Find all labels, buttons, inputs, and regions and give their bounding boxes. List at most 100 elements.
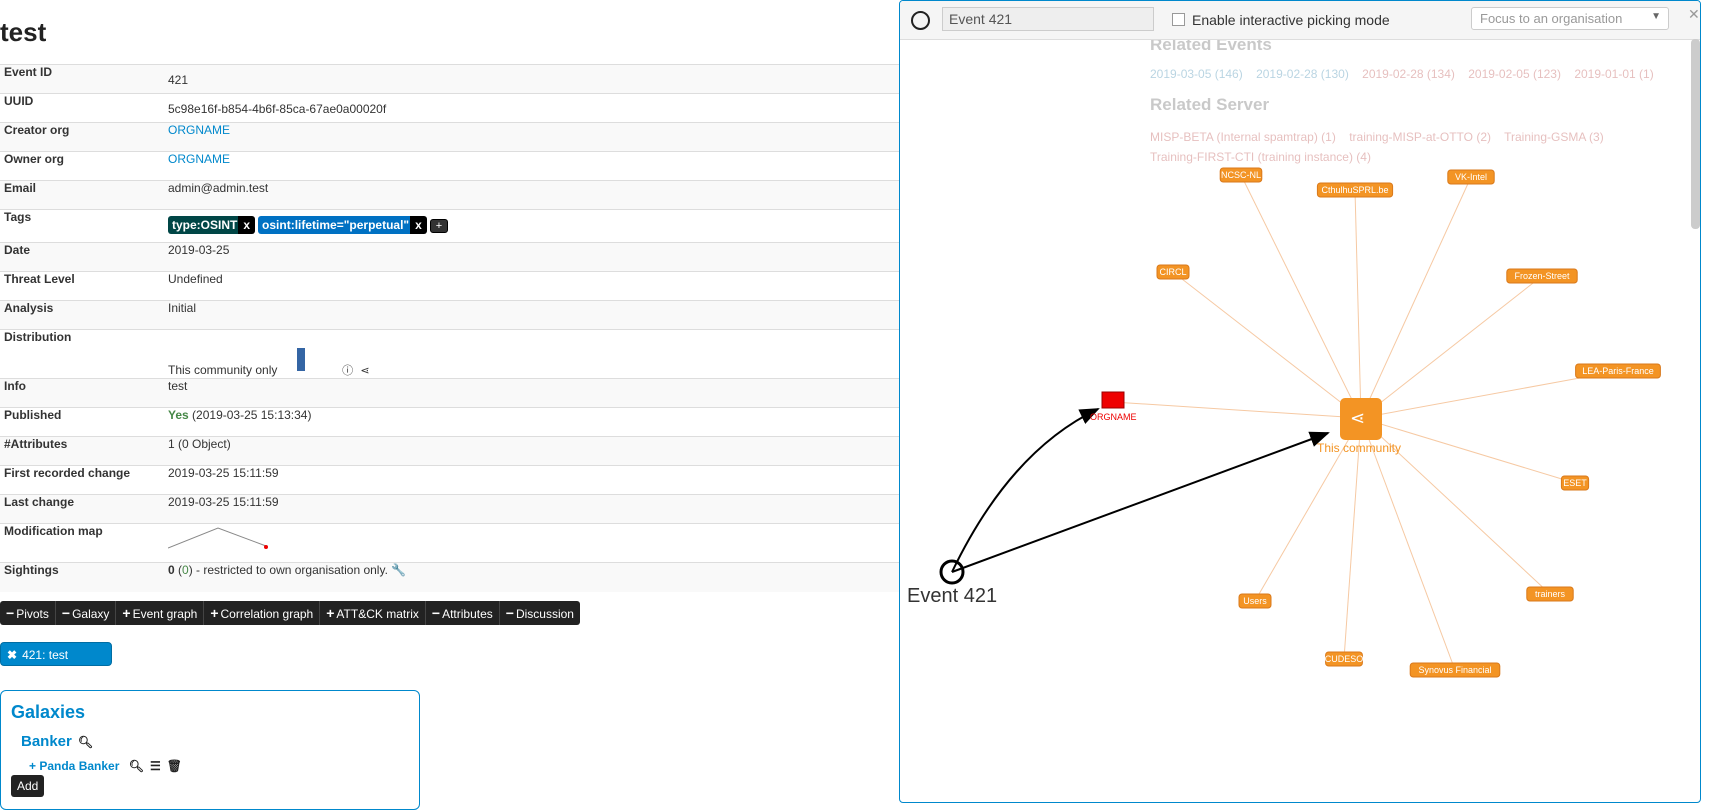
info-icon[interactable]: ⓘ xyxy=(342,365,354,377)
button-label: Galaxy xyxy=(72,607,110,621)
org-node-label: NCSC-NL xyxy=(1221,170,1261,180)
close-icon[interactable]: ✕ xyxy=(1688,6,1700,22)
row-key: Sightings xyxy=(0,562,164,592)
org-node[interactable]: Synovus Financial xyxy=(1409,662,1501,678)
related-event-link[interactable]: 2019-02-28 (134) xyxy=(1362,67,1455,81)
org-node-label: CUDESO xyxy=(1325,654,1364,664)
search-icon[interactable]: 🔍︎ xyxy=(77,735,94,749)
event-search-input[interactable] xyxy=(942,7,1154,31)
org-node-box[interactable] xyxy=(1447,169,1495,185)
related-event-link[interactable]: 2019-02-28 (130) xyxy=(1256,67,1349,81)
org-node-box[interactable] xyxy=(1506,268,1578,284)
add-galaxy-button[interactable]: Add xyxy=(11,775,45,797)
owner-org-link[interactable]: ORGNAME xyxy=(168,152,231,166)
org-node-box[interactable] xyxy=(1219,167,1263,183)
network-graph[interactable]: Event 421 ORGNAME ⋖ This community NCSC-… xyxy=(900,1,1700,803)
add-tag-button[interactable]: + xyxy=(429,218,449,233)
plus-icon: + xyxy=(122,605,131,621)
org-node[interactable]: Frozen-Street xyxy=(1506,268,1578,284)
org-node-box[interactable] xyxy=(1238,593,1272,609)
row-key: UUID xyxy=(0,93,164,123)
row-key: Event ID xyxy=(0,64,164,94)
related-server-link[interactable]: Training-FIRST-CTI (training instance) (… xyxy=(1150,150,1371,164)
org-node-label: LEA-Paris-France xyxy=(1582,366,1654,376)
tag-osint-lifetime[interactable]: osint:lifetime="perpetual" xyxy=(258,216,414,234)
close-icon[interactable]: ✖ xyxy=(7,648,18,662)
org-node-box[interactable] xyxy=(1409,662,1501,678)
edge-org xyxy=(951,408,1100,573)
org-node-label: VK-Intel xyxy=(1455,172,1487,182)
org-node-label: Users xyxy=(1243,596,1267,606)
share-icon[interactable]: ⋖ xyxy=(360,365,370,377)
event-graph-panel: Related Events 2019-03-05 (146) 2019-02-… xyxy=(899,0,1701,803)
org-node[interactable]: CthulhuSPRL.be xyxy=(1316,182,1394,198)
root-node[interactable] xyxy=(939,559,965,585)
toggle-event-graph-button[interactable]: +Event graph xyxy=(116,601,205,625)
published-date: (2019-03-25 15:13:34) xyxy=(192,408,312,422)
related-server-link[interactable]: MISP-BETA (Internal spamtrap) (1) xyxy=(1150,130,1336,144)
list-icon[interactable]: ☰ xyxy=(149,759,161,773)
org-node[interactable]: trainers xyxy=(1526,586,1574,602)
org-node-box[interactable] xyxy=(1316,182,1394,198)
toggle-galaxy-button[interactable]: −Galaxy xyxy=(56,601,117,625)
toggle-pivots-button[interactable]: −Pivots xyxy=(0,601,56,625)
org-node-box[interactable] xyxy=(1575,363,1661,379)
org-node-box[interactable] xyxy=(1560,475,1590,491)
row-key: First recorded change xyxy=(0,465,164,495)
button-label: Event graph xyxy=(132,607,198,621)
org-node[interactable]: VK-Intel xyxy=(1447,169,1495,185)
row-key: #Attributes xyxy=(0,436,164,466)
remove-tag-button[interactable]: x xyxy=(410,216,427,234)
org-node-box[interactable] xyxy=(1156,264,1190,280)
related-event-link[interactable]: 2019-03-05 (146) xyxy=(1150,67,1243,81)
galaxy-cluster-link[interactable]: Banker xyxy=(21,733,72,750)
org-node-box[interactable] xyxy=(1325,651,1363,667)
toggle-discussion-button[interactable]: −Discussion xyxy=(500,601,580,625)
toggle-attributes-button[interactable]: −Attributes xyxy=(426,601,500,625)
row-key: Analysis xyxy=(0,300,164,330)
graph-scrollbar[interactable] xyxy=(1691,39,1700,229)
org-node[interactable]: NCSC-NL xyxy=(1219,167,1263,183)
toggle-correlation-graph-button[interactable]: +Correlation graph xyxy=(204,601,321,625)
toggle-attack-matrix-button[interactable]: +ATT&CK matrix xyxy=(320,601,426,625)
remove-tag-button[interactable]: x xyxy=(238,216,256,234)
sightings-note: ) - restricted to own organisation only. xyxy=(188,563,388,577)
related-event-link[interactable]: 2019-01-01 (1) xyxy=(1574,67,1654,81)
org-node[interactable]: CUDESO xyxy=(1325,651,1364,667)
wrench-icon[interactable]: 🔧 xyxy=(391,563,407,577)
related-event-link[interactable]: 2019-02-05 (123) xyxy=(1468,67,1561,81)
tag-type-osint[interactable]: type:OSINT xyxy=(168,216,242,234)
search-icon[interactable]: 🔍︎ xyxy=(128,759,144,773)
related-server-link[interactable]: Training-GSMA (3) xyxy=(1504,130,1604,144)
org-node-label: ESET xyxy=(1563,478,1587,488)
sightings-count: 0 xyxy=(168,563,175,577)
org-node[interactable]: CIRCL xyxy=(1156,264,1190,280)
galaxy-cluster: Banker 🔍︎ xyxy=(21,733,93,750)
galaxy-item-link[interactable]: + Panda Banker xyxy=(29,759,120,773)
pivot-chip[interactable]: ✖ 421: test xyxy=(0,642,112,666)
button-label: Discussion xyxy=(515,607,574,621)
org-node-label: Synovus Financial xyxy=(1418,665,1491,675)
community-node[interactable] xyxy=(1340,398,1382,440)
row-key: Email xyxy=(0,180,164,210)
org-node[interactable]: LEA-Paris-France xyxy=(1575,363,1661,379)
checkbox[interactable] xyxy=(1172,13,1185,26)
row-key: Modification map xyxy=(0,523,164,563)
related-server-section: Related Server MISP-BETA (Internal spamt… xyxy=(1150,95,1690,167)
trash-icon[interactable]: 🗑 xyxy=(166,759,182,773)
org-node-label: ORGNAME xyxy=(1090,412,1137,422)
related-server-link[interactable]: training-MISP-at-OTTO (2) xyxy=(1349,130,1491,144)
org-node[interactable]: ESET xyxy=(1560,475,1590,491)
focus-organisation-select[interactable]: Focus to an organisation▼ xyxy=(1471,7,1669,30)
picking-mode-toggle[interactable]: Enable interactive picking mode xyxy=(1172,12,1390,28)
sightings-own-count: 0 xyxy=(182,563,189,577)
org-node-box[interactable] xyxy=(1526,586,1574,602)
org-id-card-icon[interactable] xyxy=(1101,391,1125,409)
page-title: test xyxy=(0,17,47,47)
reset-circle-icon[interactable] xyxy=(911,11,930,30)
related-server-title: Related Server xyxy=(1150,95,1270,114)
pivot-label: 421: test xyxy=(22,648,69,662)
creator-org-link[interactable]: ORGNAME xyxy=(168,123,231,137)
org-node[interactable]: Users xyxy=(1238,593,1272,609)
